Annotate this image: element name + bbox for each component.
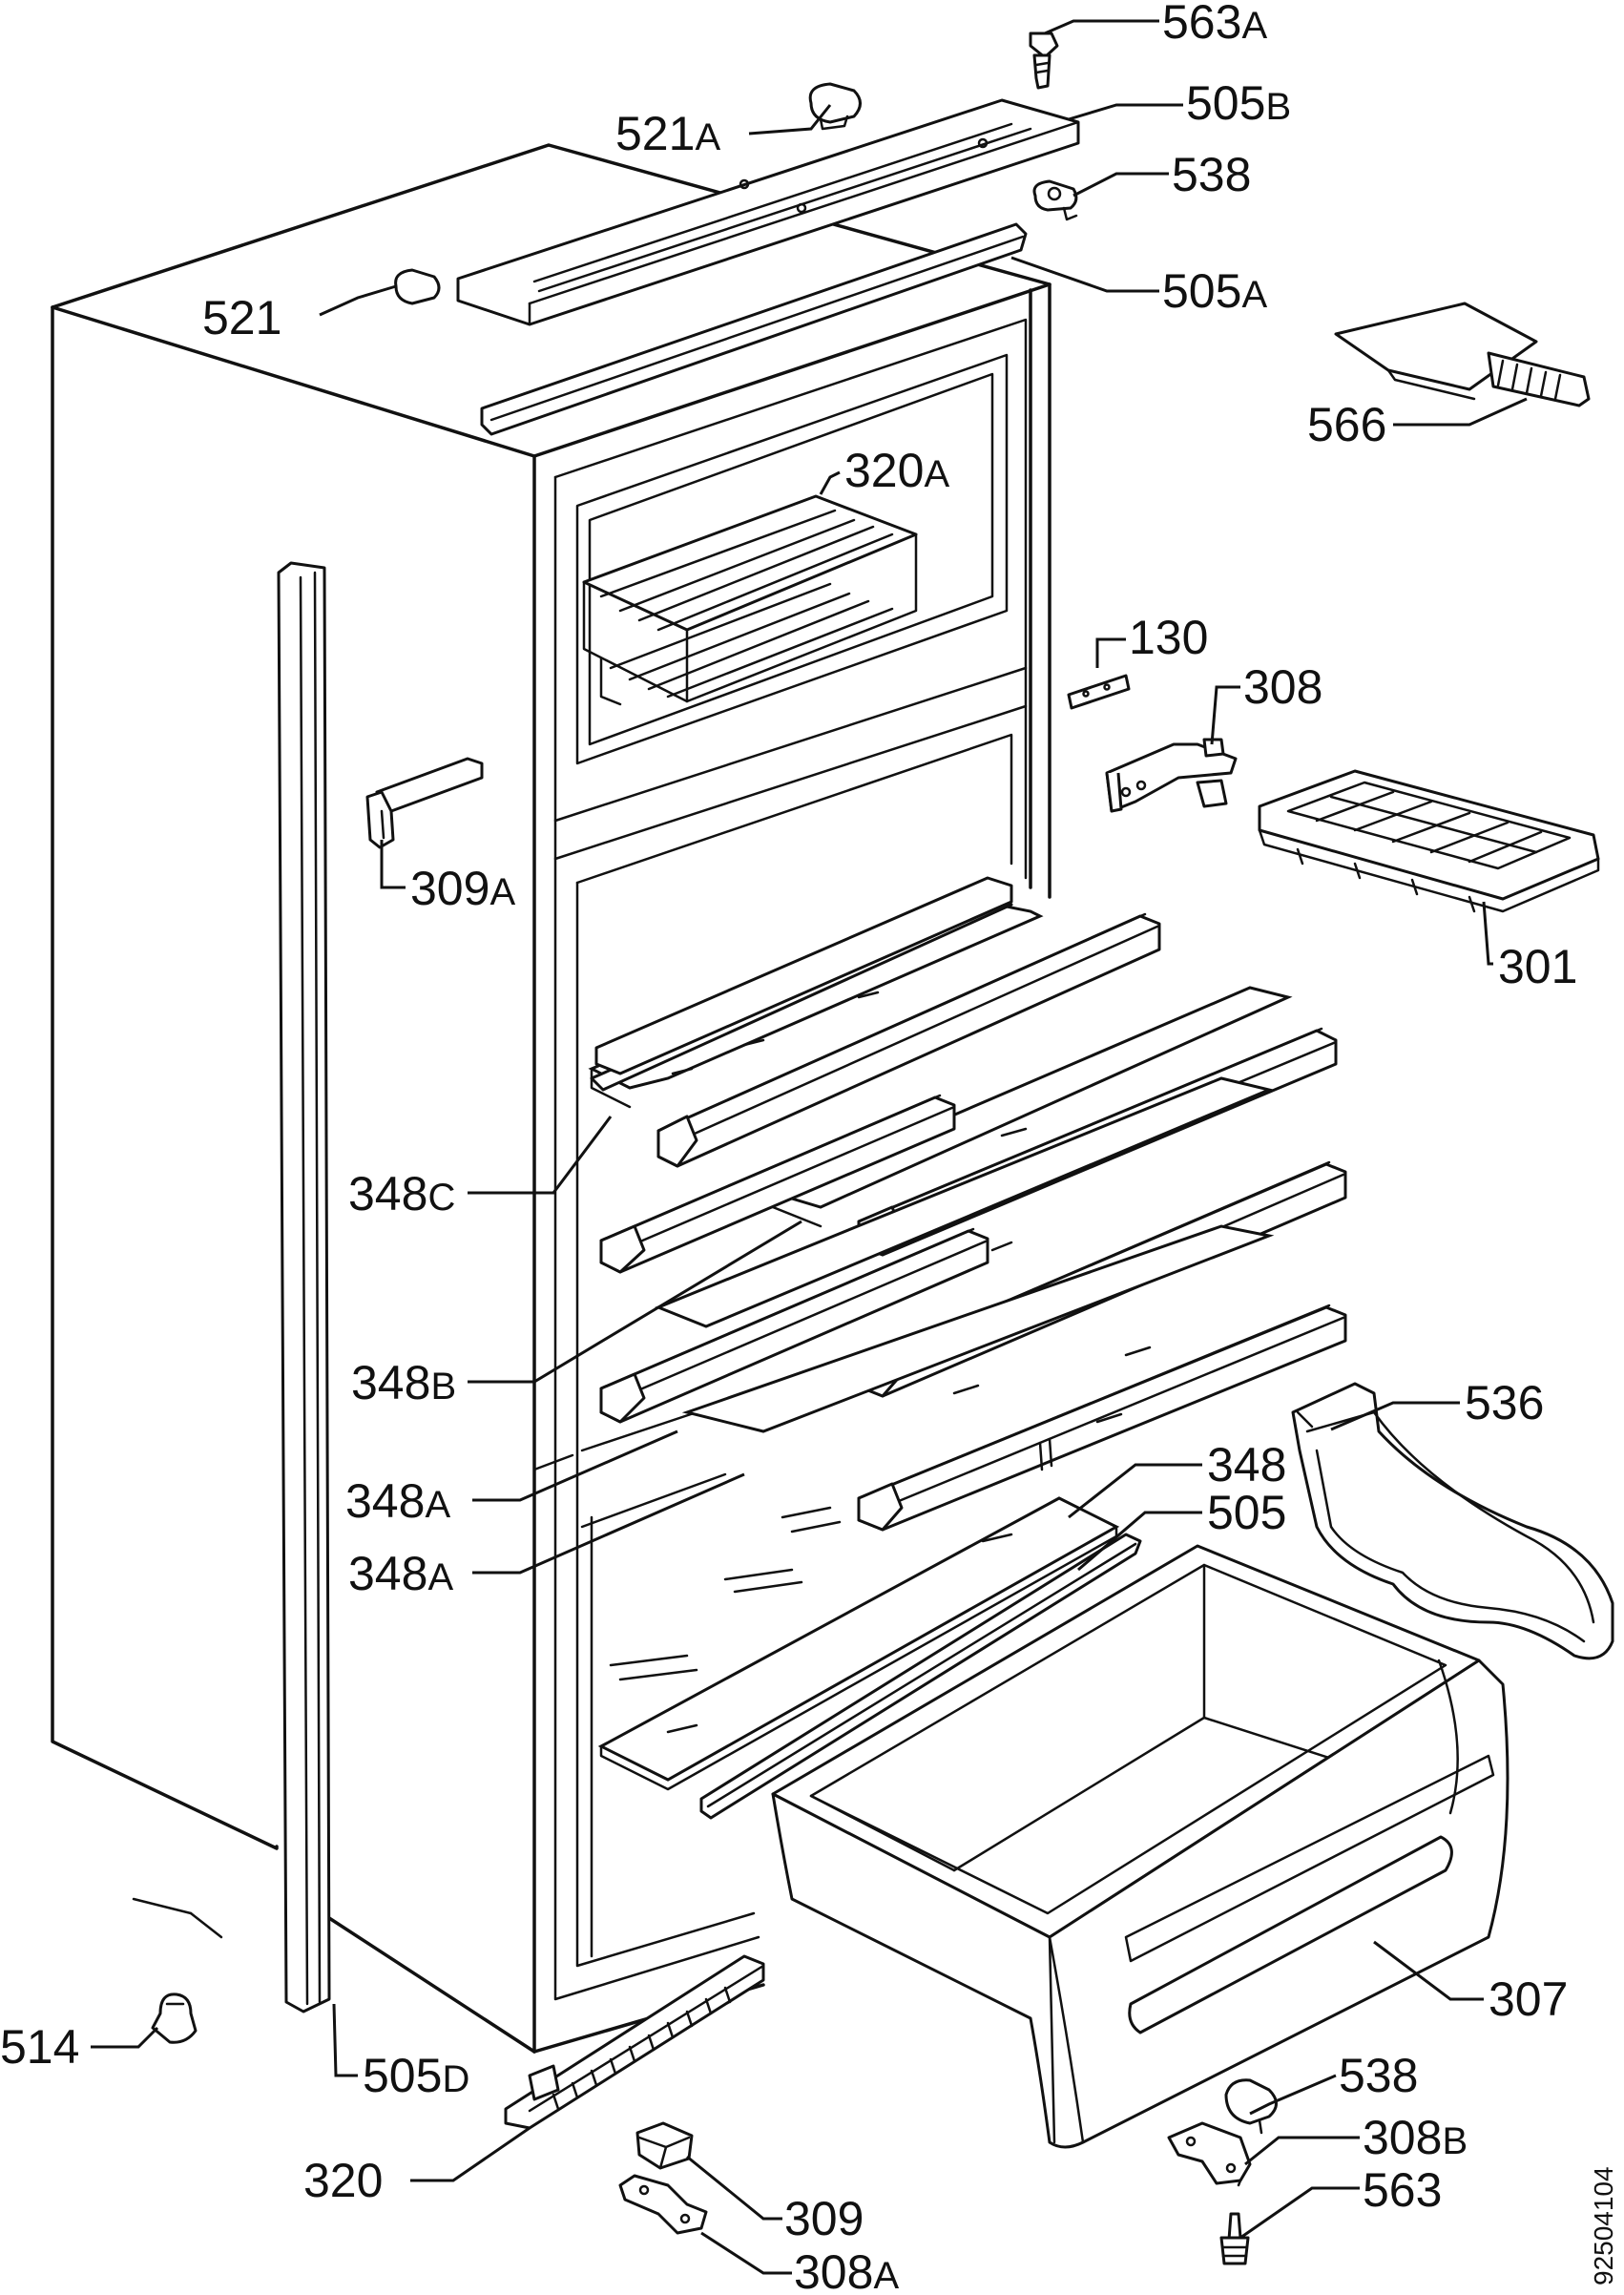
top-cover-panel <box>456 98 1080 326</box>
hinge-308b <box>1167 2121 1252 2187</box>
drawing-number: 92504104 <box>1589 2166 1618 2285</box>
callout-320: 320 <box>303 2154 383 2207</box>
trim-rail-505 <box>699 1533 1142 1820</box>
shelf-348c-front-rail <box>656 912 1161 1168</box>
callout-514: 514 <box>0 2020 79 2074</box>
callout-309a: 309A <box>410 862 515 915</box>
bracket-309a <box>365 757 484 849</box>
callout-320a: 320A <box>844 444 949 497</box>
callout-538-bottom: 538 <box>1339 2049 1418 2102</box>
hinge-308a <box>618 2174 708 2235</box>
callout-301: 301 <box>1498 940 1577 993</box>
screw-563a <box>1029 31 1059 90</box>
hinge-538-bottom <box>1224 2078 1278 2135</box>
callout-348: 348 <box>1207 1438 1286 1492</box>
leader-lines <box>91 19 1528 2275</box>
hinge-538-top <box>1032 179 1078 221</box>
callout-566: 566 <box>1307 398 1386 451</box>
cabinet-body <box>51 143 1051 2054</box>
shelf-348b-left-rail <box>599 1094 956 1274</box>
shelf-348a-upper <box>599 1227 989 1424</box>
freezer-grid-shelf <box>582 494 918 706</box>
screw-563 <box>1219 2212 1250 2265</box>
callout-348a-1: 348A <box>345 1474 450 1528</box>
callout-130: 130 <box>1129 611 1208 664</box>
hinge-bracket-308 <box>1105 738 1238 813</box>
cap-521 <box>394 268 441 305</box>
door-bin <box>1291 1382 1614 1660</box>
ice-cube-tray <box>1258 769 1600 913</box>
callout-563a: 563A <box>1162 0 1267 49</box>
callout-308: 308 <box>1243 660 1322 714</box>
top-trim-rail <box>480 222 1028 436</box>
crisper-drawer <box>771 1544 1509 2149</box>
callout-505: 505 <box>1207 1486 1286 1539</box>
plate-130 <box>1067 674 1131 710</box>
callout-308a: 308A <box>794 2245 899 2290</box>
callout-505d: 505D <box>363 2049 469 2102</box>
callout-307: 307 <box>1489 1972 1568 2026</box>
ice-scraper <box>1334 302 1591 407</box>
callout-309: 309 <box>784 2192 864 2245</box>
foot-514 <box>132 1897 223 2044</box>
shelf-348a-lower <box>681 1224 1347 1532</box>
callout-348c: 348C <box>348 1167 455 1221</box>
callout-521: 521 <box>202 291 281 344</box>
shelf-348c-rear-rail <box>594 876 1013 1075</box>
callout-563: 563 <box>1363 2163 1442 2217</box>
bottom-rail-320 <box>504 1954 765 2130</box>
callout-505a: 505A <box>1162 264 1267 318</box>
callout-348a-2: 348A <box>348 1547 453 1600</box>
callout-521a: 521A <box>615 107 720 160</box>
callout-348b: 348B <box>351 1356 456 1409</box>
callout-536: 536 <box>1465 1376 1544 1429</box>
callout-308b: 308B <box>1363 2111 1468 2164</box>
callout-538-top: 538 <box>1172 148 1251 201</box>
bottom-glass-shelf <box>597 1496 1120 1791</box>
clip-309 <box>635 2121 694 2170</box>
callout-505b: 505B <box>1186 76 1291 130</box>
door-gasket-strip <box>277 561 331 2013</box>
